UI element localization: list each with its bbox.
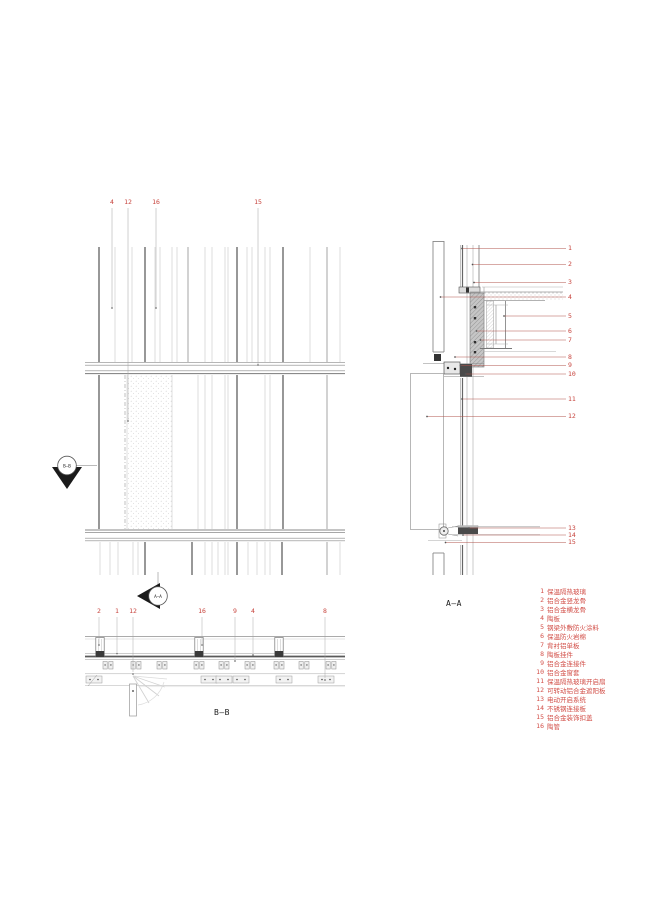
aa-leader-lines [427,248,566,543]
aa-callout: 6 [568,326,572,335]
panel-hanger-plan-row [85,675,335,684]
bb-callout: 12 [129,607,137,615]
aa-callout: 11 [568,394,576,403]
section-marker-bb: B—B [52,455,97,489]
panel-hanger-hardware-bottom [428,523,540,541]
elevation-callout: 15 [254,198,262,206]
elevation-leader-lines [111,208,259,421]
bb-callout: 1 [115,607,119,615]
section-bb-view [85,617,345,717]
sunshade-open-swing [129,675,168,717]
marker-aa-label: A—A [154,594,162,600]
glass-and-mullion [460,245,480,575]
aa-callout: 3 [568,278,572,286]
section-aa-title: A—A [446,599,462,608]
bb-callout: 2 [97,607,101,615]
sunshade-panel-outline [410,373,444,530]
bb-leader-lines [98,617,326,678]
aa-callout: 1 [568,244,572,252]
marker-bb-label: B—B [63,464,71,470]
aa-callout: 5 [568,311,572,320]
section-marker-aa: A—A [137,572,168,609]
aa-callout: 4 [568,292,572,301]
bb-callout: 8 [323,607,327,615]
panel-hanger-hardware-top [423,354,484,377]
elevation-horizontal-band [85,362,345,542]
bb-callout: 4 [251,607,255,615]
aa-callout: 9 [568,361,572,369]
aa-callout: 8 [568,352,572,361]
elevation-callout: 12 [124,198,132,206]
elevation-hatched-panel [127,375,172,529]
rockwool-panel-section [469,292,485,368]
floor-slab [470,286,563,349]
mullion-plan-sections [95,637,284,658]
aa-callout: 13 [568,523,576,532]
aa-callout: 15 [568,538,576,546]
terracotta-tube-section [432,241,445,353]
aa-callout: 7 [568,335,572,344]
steel-beam-section [480,300,556,352]
elevation-callout: 16 [152,198,160,206]
elevation-callout: 4 [110,198,114,206]
aa-callout: 14 [568,530,576,539]
elevation-view [85,208,345,575]
aa-callout: 2 [568,260,572,268]
aa-callout: 10 [568,369,576,378]
horizontal-keel-detail [458,286,481,294]
bb-callout: 9 [233,607,237,615]
section-bb-title: B—B [214,708,230,717]
section-aa-view [410,241,566,575]
bb-callout: 16 [198,607,206,615]
aa-callout: 12 [568,412,576,420]
